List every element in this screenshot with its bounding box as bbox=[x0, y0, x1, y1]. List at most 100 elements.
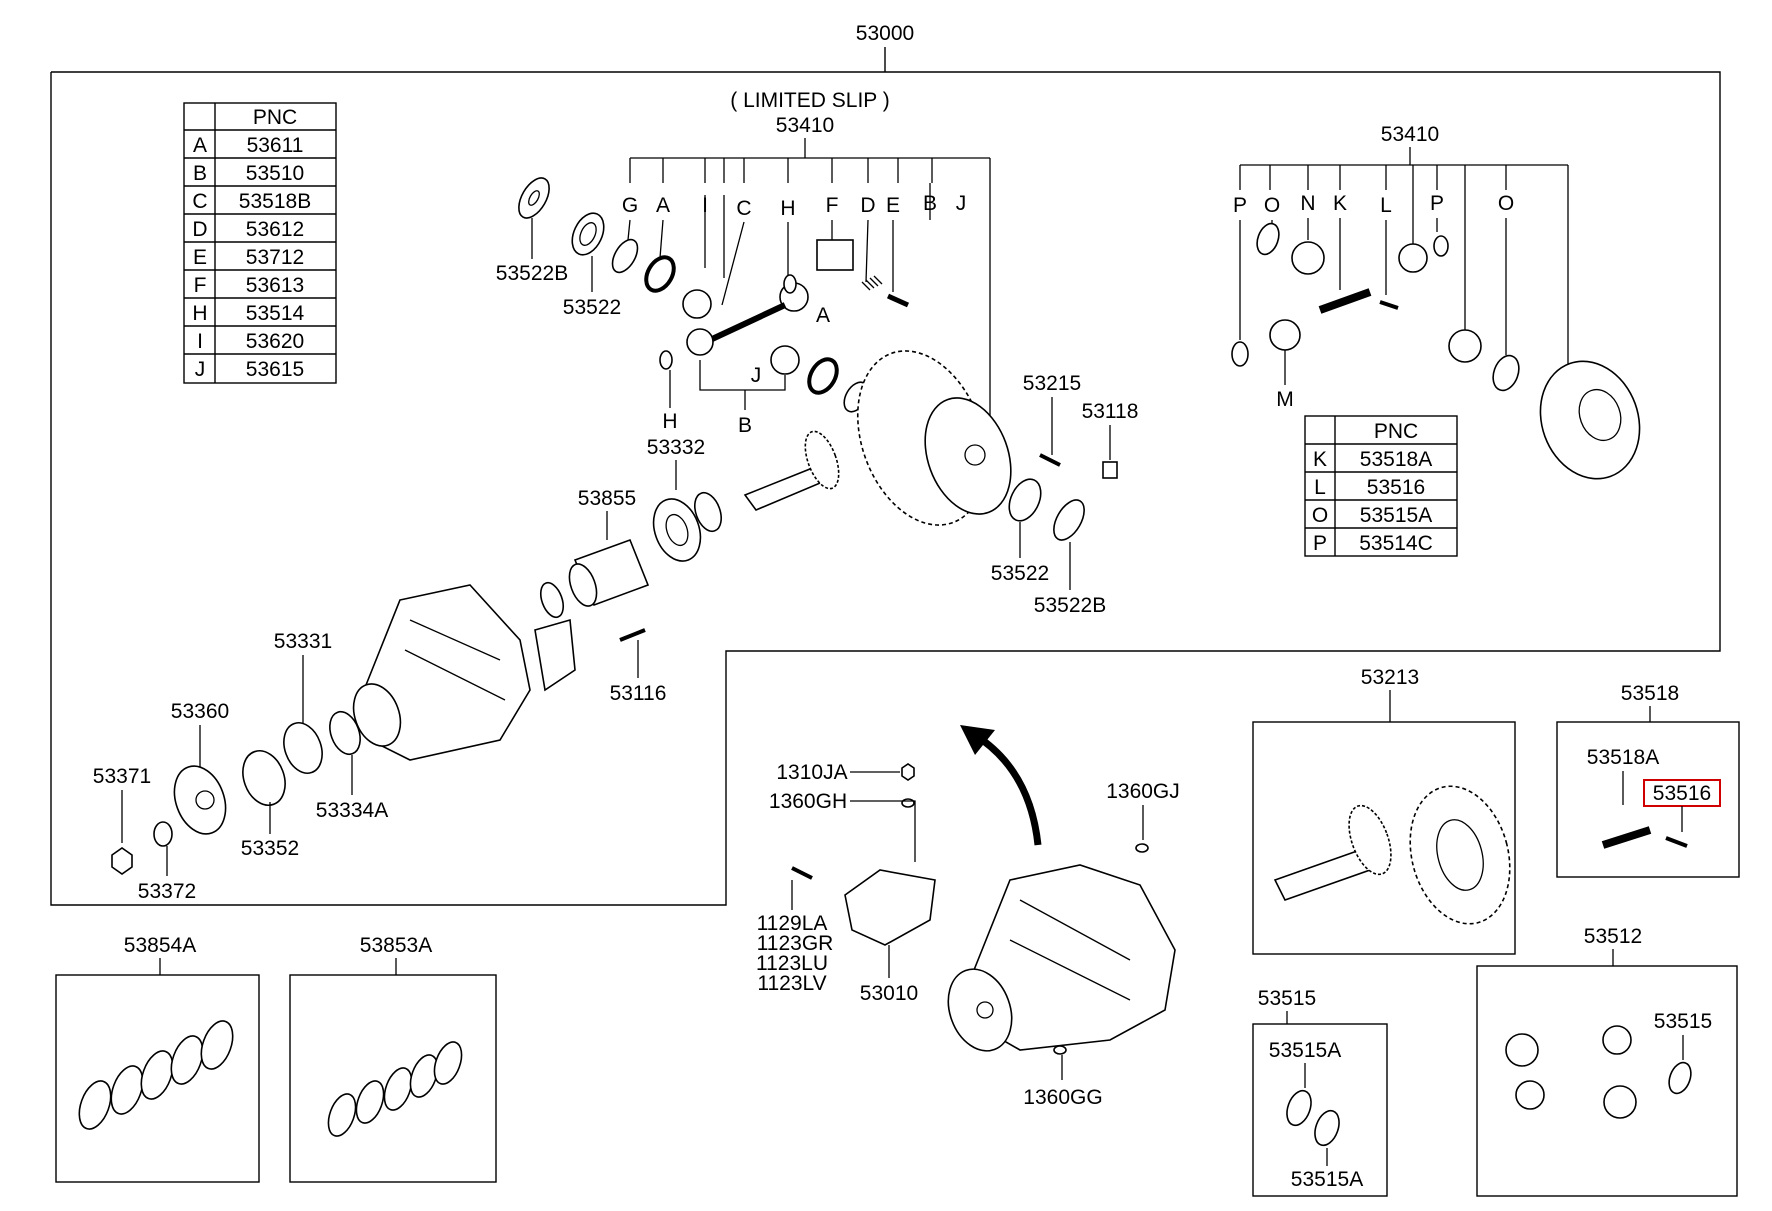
pnc-table-1-value[interactable]: 53615 bbox=[246, 358, 304, 381]
box-53853a-label[interactable]: 53853A bbox=[360, 934, 432, 957]
pinion-washer-icon bbox=[694, 491, 722, 533]
box-53213 bbox=[1252, 721, 1516, 955]
shim-icon bbox=[539, 581, 565, 619]
label-1360gg[interactable]: 1360GG bbox=[1023, 1086, 1102, 1109]
label-53522b-left[interactable]: 53522B bbox=[496, 262, 568, 285]
pnc-table-1-value[interactable]: 53518B bbox=[239, 190, 311, 213]
pnc-table-2-header: PNC bbox=[1374, 420, 1418, 443]
std-letter-p2: P bbox=[1430, 192, 1444, 215]
ls-letter-a: A bbox=[656, 194, 670, 217]
pnc-table-1-value[interactable]: 53611 bbox=[247, 134, 304, 157]
ls-letter-h: H bbox=[780, 197, 795, 220]
label-53215[interactable]: 53215 bbox=[1023, 372, 1081, 395]
std-letter-o2: O bbox=[1498, 192, 1514, 215]
pnc-table-1-value[interactable]: 53620 bbox=[246, 330, 304, 353]
label-53118[interactable]: 53118 bbox=[1082, 400, 1139, 423]
pnc-table-2-value[interactable]: 53514C bbox=[1359, 532, 1433, 555]
pnc-table-2-value[interactable]: 53515A bbox=[1360, 504, 1432, 527]
thrust-washer-53522b-icon bbox=[1053, 499, 1085, 541]
box-53515 bbox=[1252, 1023, 1388, 1197]
label-53352[interactable]: 53352 bbox=[241, 837, 299, 860]
label-1123gr[interactable]: 1123GR bbox=[757, 932, 834, 955]
mount-bracket-icon bbox=[844, 869, 936, 946]
shim-ring-icon bbox=[110, 1065, 144, 1115]
std-letter-m: M bbox=[1276, 388, 1294, 411]
label-53360[interactable]: 53360 bbox=[171, 700, 229, 723]
box-53512-inner-label[interactable]: 53515 bbox=[1654, 1010, 1712, 1033]
box-53516-label[interactable]: 53516 bbox=[1653, 782, 1711, 805]
pinion-bearing-icon bbox=[652, 498, 702, 562]
label-1123lu[interactable]: 1123LU bbox=[756, 952, 828, 975]
pnc-table-1-key: F bbox=[194, 274, 207, 297]
pnc-table-1-key: D bbox=[192, 218, 207, 241]
carrier-case-icon bbox=[924, 397, 1012, 515]
label-53372[interactable]: 53372 bbox=[138, 880, 196, 903]
box-53854a bbox=[55, 974, 260, 1183]
thrust-washer-icon bbox=[518, 177, 550, 219]
washer-53515-icon bbox=[1668, 1061, 1692, 1095]
box-53518a-label[interactable]: 53518A bbox=[1587, 746, 1659, 769]
label-1310ja[interactable]: 1310JA bbox=[776, 761, 847, 784]
pnc-table-1-value[interactable]: 53612 bbox=[246, 218, 304, 241]
box-53512-label[interactable]: 53512 bbox=[1584, 925, 1642, 948]
main-assembly-frame bbox=[50, 71, 1721, 906]
clip-53118-icon bbox=[1102, 461, 1118, 479]
pnc-table-2-key: L bbox=[1314, 476, 1326, 499]
pnc-table-1-value[interactable]: 53514 bbox=[246, 302, 305, 325]
shim-ring-icon bbox=[327, 1093, 357, 1137]
box-53515a-label-1[interactable]: 53515A bbox=[1269, 1039, 1341, 1062]
pnc-table-1-key: H bbox=[192, 302, 207, 325]
rotation-arrow-icon bbox=[973, 732, 1042, 846]
pin-e-icon bbox=[886, 293, 910, 308]
pnc-table-2-value[interactable]: 53518A bbox=[1360, 448, 1432, 471]
ls-letter-c: C bbox=[736, 197, 751, 220]
bolt-1129la-icon bbox=[791, 866, 813, 880]
bearing-53522-icon bbox=[1008, 478, 1042, 522]
pnc-table-2-value[interactable]: 53516 bbox=[1367, 476, 1425, 499]
box-53515-label[interactable]: 53515 bbox=[1258, 987, 1316, 1010]
nut-1310ja-icon bbox=[901, 763, 915, 781]
washer-o-icon bbox=[1256, 222, 1280, 256]
label-53855[interactable]: 53855 bbox=[578, 487, 636, 510]
pnc-table-2-key: K bbox=[1313, 448, 1327, 471]
bolt-53215-icon bbox=[1039, 453, 1061, 467]
gear-icon bbox=[686, 328, 714, 356]
pnc-table-1-value[interactable]: 53510 bbox=[246, 162, 304, 185]
label-53116[interactable]: 53116 bbox=[610, 682, 667, 705]
label-53522-left[interactable]: 53522 bbox=[563, 296, 621, 319]
oil-seal-icon bbox=[283, 722, 323, 774]
label-1129la[interactable]: 1129LA bbox=[757, 912, 828, 935]
label-53000[interactable]: 53000 bbox=[856, 22, 914, 45]
label-53522b-right[interactable]: 53522B bbox=[1034, 594, 1106, 617]
washer-h-icon bbox=[659, 350, 673, 370]
box-53515a-label-2[interactable]: 53515A bbox=[1291, 1168, 1363, 1191]
box-53518-label[interactable]: 53518 bbox=[1621, 682, 1679, 705]
box-53213-label[interactable]: 53213 bbox=[1361, 666, 1419, 689]
side-gear-icon bbox=[1505, 1033, 1539, 1067]
pnc-table-1-key: B bbox=[193, 162, 207, 185]
label-53522-right[interactable]: 53522 bbox=[991, 562, 1049, 585]
lock-pin-53516-icon bbox=[1665, 836, 1688, 848]
label-53010[interactable]: 53010 bbox=[860, 982, 918, 1005]
label-1123lv[interactable]: 1123LV bbox=[757, 972, 826, 995]
label-1360gh[interactable]: 1360GH bbox=[769, 790, 847, 813]
side-gear-n-icon bbox=[1291, 241, 1325, 275]
label-53332[interactable]: 53332 bbox=[647, 436, 705, 459]
ls-letter-b-inner: B bbox=[738, 414, 752, 437]
label-53334a[interactable]: 53334A bbox=[316, 799, 388, 822]
pnc-table-1-value[interactable]: 53613 bbox=[246, 274, 304, 297]
label-53331[interactable]: 53331 bbox=[274, 630, 332, 653]
label-53371[interactable]: 53371 bbox=[93, 765, 151, 788]
label-1360gj[interactable]: 1360GJ bbox=[1106, 780, 1180, 803]
box-53512 bbox=[1476, 965, 1738, 1197]
washer-53372-icon bbox=[153, 821, 173, 847]
label-53410-std[interactable]: 53410 bbox=[1381, 123, 1439, 146]
side-gear-icon bbox=[1448, 329, 1482, 363]
washer-53334a-icon bbox=[329, 710, 361, 756]
box-53854a-label[interactable]: 53854A bbox=[124, 934, 196, 957]
pnc-table-1-value[interactable]: 53712 bbox=[246, 246, 304, 269]
shim-ring-icon bbox=[200, 1020, 234, 1070]
gear-icon bbox=[770, 345, 800, 375]
pinion-gear-icon bbox=[1602, 1025, 1632, 1055]
label-53410-ls[interactable]: 53410 bbox=[776, 114, 834, 137]
